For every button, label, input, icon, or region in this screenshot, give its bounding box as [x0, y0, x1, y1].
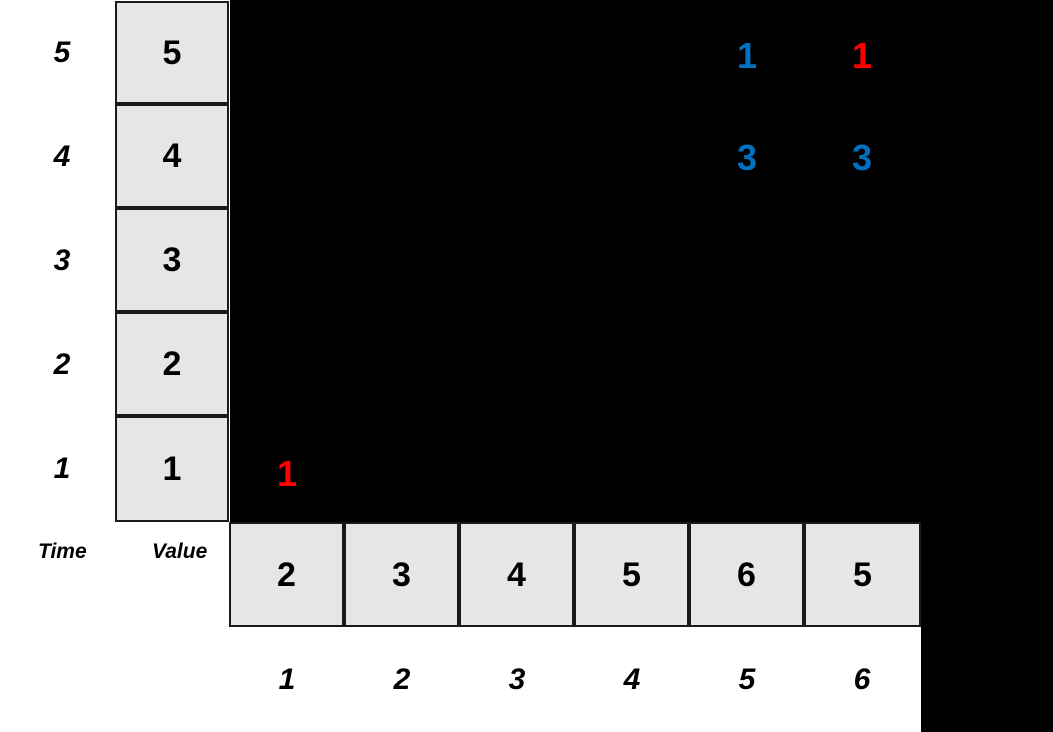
y-axis-tick-label: 3 [53, 244, 71, 277]
plot-marker: 3 [736, 137, 758, 178]
plot-marker: 1 [736, 35, 758, 76]
x-axis-tick-label: 4 [623, 663, 641, 696]
plot-background-right-strip [921, 522, 1053, 732]
time-cell[interactable]: 4 [115, 104, 229, 208]
y-axis-tick-label: 1 [53, 452, 71, 485]
x-axis-tick-label: 1 [278, 663, 296, 696]
plot-background-main [230, 0, 1053, 522]
y-axis-tick-label: 2 [53, 348, 71, 381]
time-cell[interactable]: 2 [115, 312, 229, 416]
plot-marker: 3 [851, 137, 873, 178]
x-axis-tick-label: 3 [508, 663, 526, 696]
value-cell[interactable]: 5 [804, 522, 921, 627]
value-cell[interactable]: 6 [689, 522, 804, 627]
y-axis-name: Time [38, 540, 87, 563]
y-axis-tick-label: 5 [53, 36, 71, 69]
plot-marker: 1 [851, 35, 873, 76]
x-axis-tick-label: 2 [393, 663, 411, 696]
value-cell[interactable]: 3 [344, 522, 459, 627]
x-axis-tick-label: 6 [853, 663, 871, 696]
x-axis-name: Value [152, 540, 208, 563]
time-cell[interactable]: 5 [115, 1, 229, 104]
y-axis-tick-label: 4 [53, 140, 71, 173]
value-cell[interactable]: 2 [229, 522, 344, 627]
plot-marker: 1 [276, 453, 298, 494]
x-axis-tick-label: 5 [738, 663, 756, 696]
value-cell[interactable]: 5 [574, 522, 689, 627]
time-cell[interactable]: 3 [115, 208, 229, 312]
value-cell[interactable]: 4 [459, 522, 574, 627]
time-cell[interactable]: 1 [115, 416, 229, 522]
